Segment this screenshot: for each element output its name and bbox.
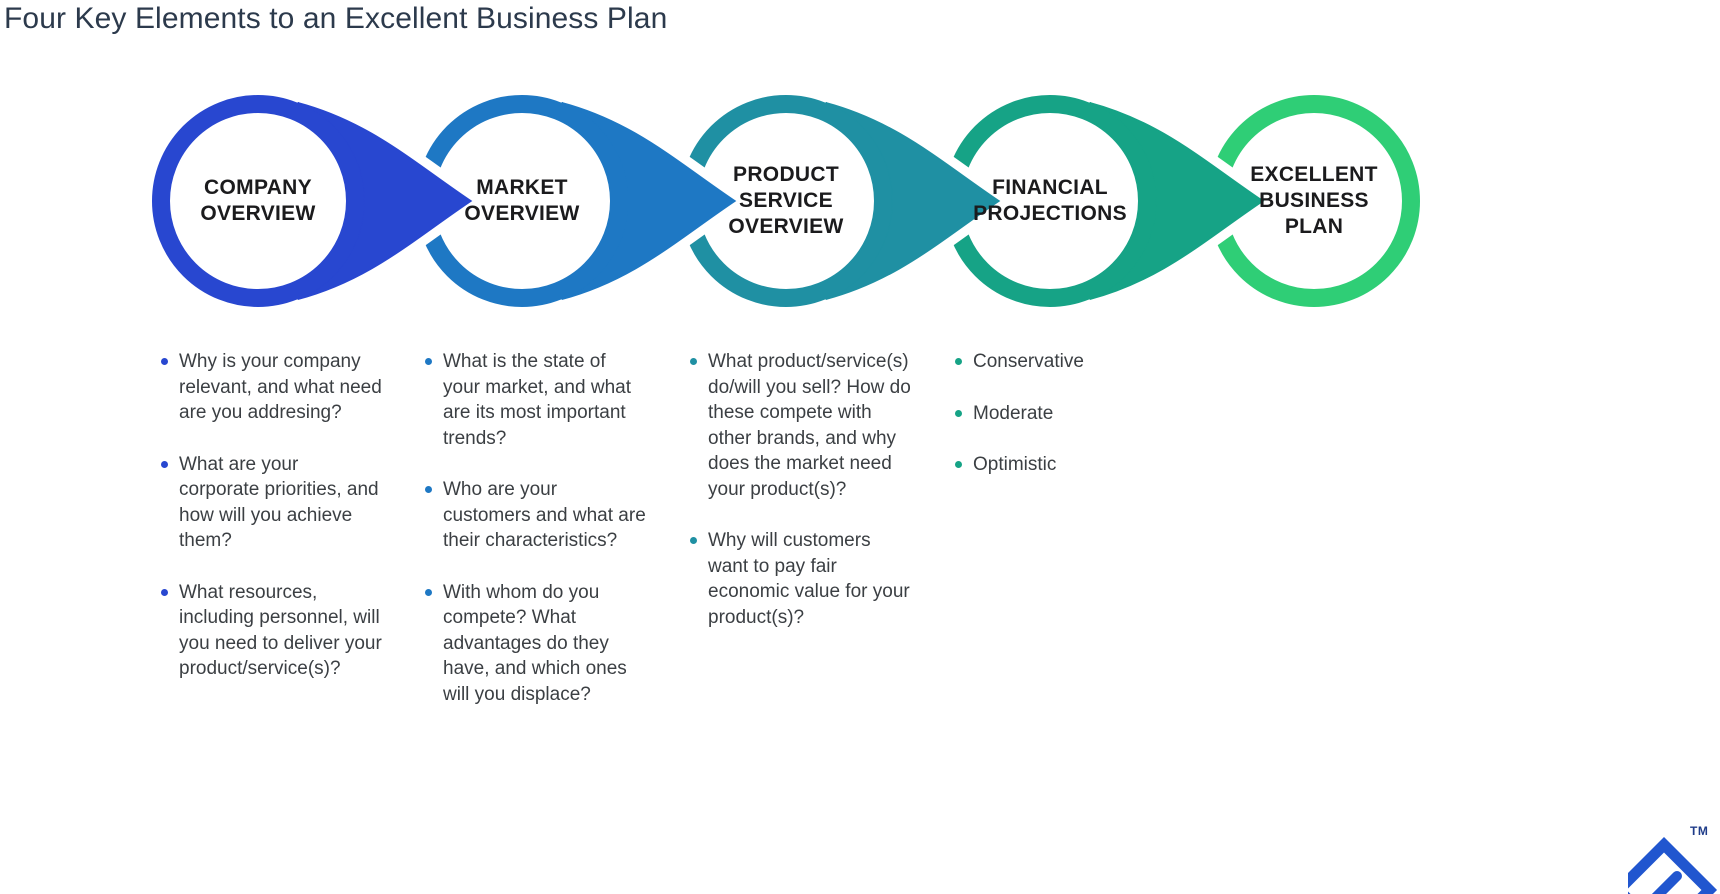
trademark-symbol: TM (1690, 824, 1709, 838)
bullet-dot-icon (161, 588, 168, 596)
bullet-dot-icon (425, 588, 432, 596)
arrow-tip-icon (1089, 101, 1265, 301)
stage-label-financial-projections: FINANCIAL PROJECTIONS (973, 175, 1127, 225)
bullet-item: What is the state of your market, and wh… (425, 349, 647, 451)
bullet-item: What product/service(s) do/will you sell… (690, 349, 912, 502)
bullet-item: Moderate (955, 401, 1177, 427)
stage-label-company-overview: COMPANY OVERVIEW (200, 175, 316, 225)
bullet-dot-icon (955, 358, 962, 365)
bullet-dot-icon (425, 486, 432, 494)
bullet-list-financial-projections: Conservative Moderate Optimistic (955, 349, 1177, 504)
bullet-list-market-overview: What is the state of your market, and wh… (425, 349, 647, 734)
bullet-item: Why is your company relevant, and what n… (161, 349, 383, 426)
arrow-tip-icon (297, 101, 473, 301)
bullet-item: What are your corporate priorities, and … (161, 452, 383, 554)
arrow-tip-icon (561, 101, 737, 301)
bullet-dot-icon (955, 461, 962, 469)
bullet-list-company-overview: Why is your company relevant, and what n… (161, 349, 383, 708)
stage-label-market-overview: MARKET OVERVIEW (464, 175, 580, 225)
stage-ring-company-overview (152, 92, 481, 310)
bullet-item: Optimistic (955, 452, 1177, 478)
process-flow-diagram (152, 92, 1420, 310)
bullet-list-product-service-overview: What product/service(s) do/will you sell… (690, 349, 912, 656)
bullet-item: Who are your customers and what are thei… (425, 477, 647, 554)
bullet-item: With whom do you compete? What advantage… (425, 580, 647, 708)
bullet-item: Why will customers want to pay fair econ… (690, 528, 912, 630)
stage-label-excellent-business-plan: EXCELLENT BUSINESS PLAN (1250, 162, 1378, 239)
stage-label-product-service-overview: PRODUCT SERVICE OVERVIEW (728, 162, 844, 239)
bullet-dot-icon (690, 358, 697, 365)
bullet-item: What resources, including personnel, wil… (161, 580, 383, 682)
bullet-dot-icon (161, 460, 168, 468)
bullet-dot-icon (955, 409, 962, 417)
arrow-tip-icon (825, 101, 1001, 301)
bullet-item: Conservative (955, 349, 1177, 375)
toptal-logo-icon (1628, 836, 1718, 894)
bullet-dot-icon (425, 358, 432, 365)
bullet-dot-icon (161, 358, 168, 365)
page-title: Four Key Elements to an Excellent Busine… (4, 2, 668, 35)
brand-logo: TM (1628, 824, 1720, 894)
stage-ring-market-overview (416, 92, 745, 310)
bullet-dot-icon (690, 537, 697, 545)
